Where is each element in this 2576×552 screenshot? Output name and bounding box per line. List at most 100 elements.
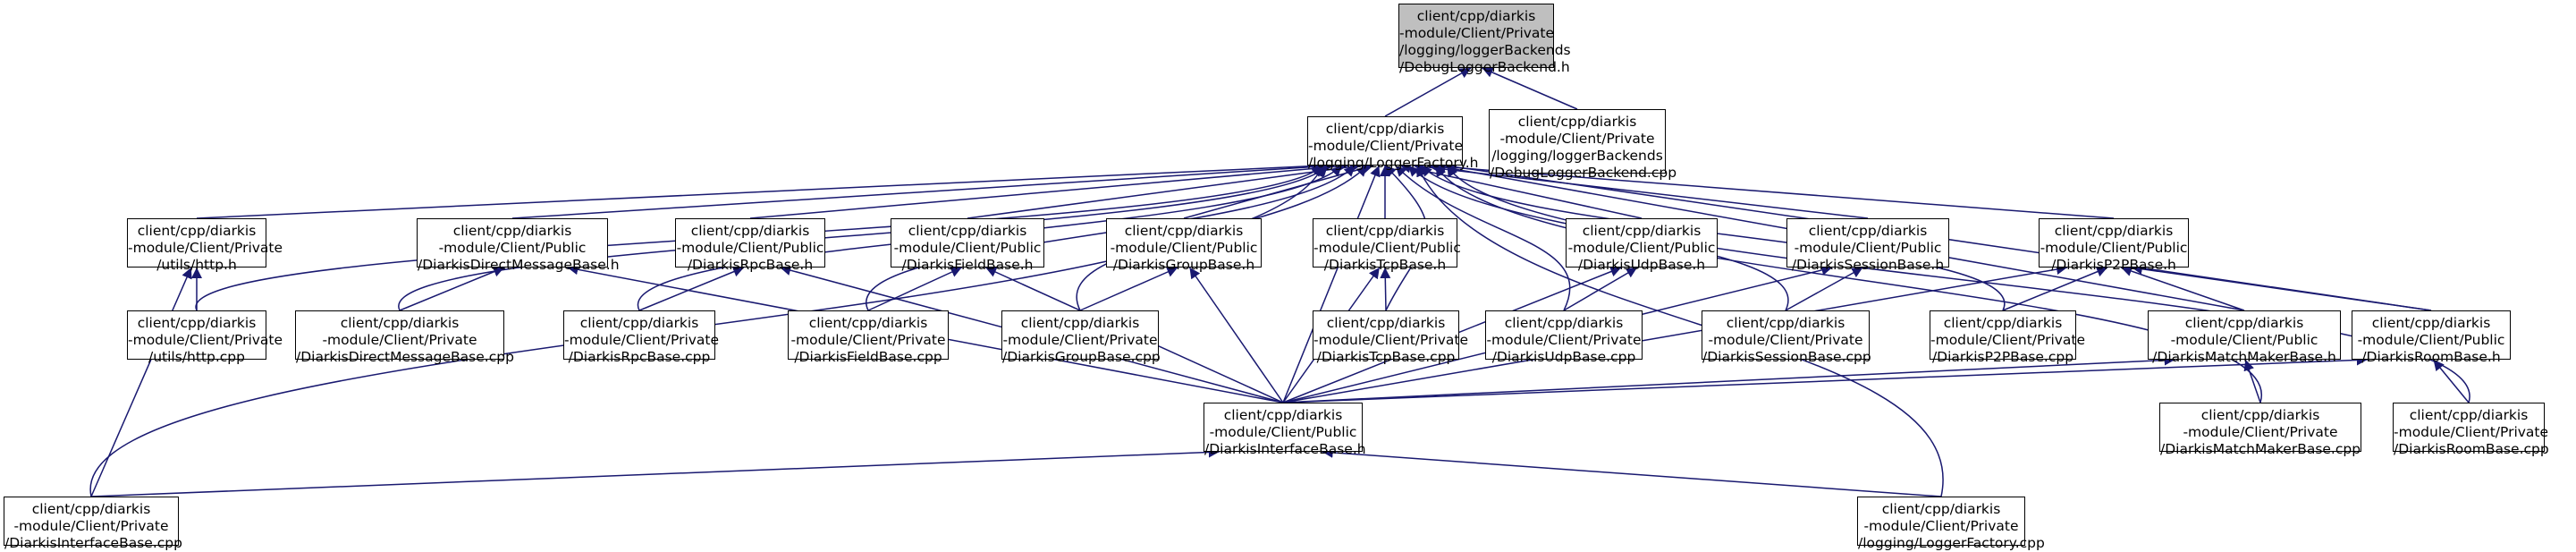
node-debug-logger-backend-cpp[interactable]: client/cpp/diarkis-module/Client/Private… bbox=[1489, 109, 1677, 181]
node-tcp-base-h[interactable]: client/cpp/diarkis-module/Client/Public/… bbox=[1313, 218, 1461, 273]
node-label-line: -module/Client/Public bbox=[676, 240, 824, 256]
node-label-line: -module/Client/Private bbox=[1499, 131, 1655, 147]
node-label-line: /DiarkisRoomBase.h bbox=[2361, 349, 2501, 365]
node-label-line: -module/Client/Public bbox=[2040, 240, 2188, 256]
edge-udp_base_cpp-to-udp_base_h bbox=[1563, 267, 1638, 311]
node-label-line: client/cpp/diarkis bbox=[1582, 223, 1702, 239]
node-label-line: /DiarkisFieldBase.cpp bbox=[794, 349, 942, 365]
node-label-line: client/cpp/diarkis bbox=[2409, 407, 2529, 423]
node-group-base-cpp[interactable]: client/cpp/diarkis-module/Client/Private… bbox=[1001, 310, 1161, 365]
node-matchmaker-base-h[interactable]: client/cpp/diarkis-module/Client/Public/… bbox=[2148, 310, 2341, 365]
node-label-line: /logging/loggerBackends bbox=[1399, 42, 1571, 58]
node-p2p-base-h[interactable]: client/cpp/diarkis-module/Client/Public/… bbox=[2039, 218, 2189, 273]
node-label-line: /DiarkisDirectMessageBase.cpp bbox=[296, 349, 514, 365]
node-label-line: /DiarkisMatchMakerBase.cpp bbox=[2160, 441, 2361, 457]
edge-interface_base_h-to-room_base_h bbox=[1282, 354, 2368, 403]
node-label-line: client/cpp/diarkis bbox=[452, 223, 572, 239]
node-label-line: /DiarkisSessionBase.h bbox=[1791, 257, 1945, 273]
node-session-base-h[interactable]: client/cpp/diarkis-module/Client/Public/… bbox=[1786, 218, 1949, 273]
edge-p2p_base_cpp-to-logger_factory_h bbox=[1420, 165, 2006, 311]
node-interface-base-h[interactable]: client/cpp/diarkis-module/Client/Public/… bbox=[1204, 403, 1366, 457]
node-debug-logger-backend-h: client/cpp/diarkis-module/Client/Private… bbox=[1398, 4, 1571, 75]
node-label-line: -module/Client/Private bbox=[2394, 424, 2549, 440]
node-label-line: /DiarkisInterfaceBase.h bbox=[1204, 441, 1366, 457]
node-label-line: /DiarkisDirectMessageBase.h bbox=[418, 257, 620, 273]
edge-interface_base_h-to-matchmaker_base_h bbox=[1282, 354, 2175, 403]
node-label-line: -module/Client/Private bbox=[128, 332, 283, 348]
node-label-line: client/cpp/diarkis bbox=[1504, 315, 1624, 331]
node-label-line: /DiarkisFieldBase.h bbox=[901, 257, 1034, 273]
node-room-base-h[interactable]: client/cpp/diarkis-module/Client/Public/… bbox=[2352, 310, 2511, 365]
node-label-line: client/cpp/diarkis bbox=[1416, 8, 1536, 24]
edge-field_base_cpp-to-logger_factory_h bbox=[866, 165, 1356, 311]
node-label-line: /DiarkisRpcBase.cpp bbox=[568, 349, 711, 365]
edge-matchmaker_base_cpp-to-matchmaker_base_h bbox=[2243, 359, 2261, 403]
edge-room_base_h-to-p2p_base_h bbox=[2131, 263, 2432, 311]
node-rpc-base-cpp[interactable]: client/cpp/diarkis-module/Client/Private… bbox=[563, 310, 719, 365]
node-session-base-cpp[interactable]: client/cpp/diarkis-module/Client/Private… bbox=[1702, 310, 1871, 365]
node-label-line: client/cpp/diarkis bbox=[1223, 407, 1343, 423]
node-label-line: -module/Client/Public bbox=[438, 240, 587, 256]
node-label-line: client/cpp/diarkis bbox=[1808, 223, 1928, 239]
node-label-line: /DebugLoggerBackend.cpp bbox=[1490, 165, 1677, 181]
edge-matchmaker_base_h-to-p2p_base_h bbox=[2120, 266, 2245, 311]
node-field-base-cpp[interactable]: client/cpp/diarkis-module/Client/Private… bbox=[788, 310, 949, 365]
node-label-line: client/cpp/diarkis bbox=[31, 501, 151, 517]
node-http-h[interactable]: client/cpp/diarkis-module/Client/Private… bbox=[127, 218, 283, 273]
node-logger-factory-cpp[interactable]: client/cpp/diarkis-module/Client/Private… bbox=[1857, 497, 2045, 551]
node-field-base-h[interactable]: client/cpp/diarkis-module/Client/Public/… bbox=[891, 218, 1044, 273]
node-label-line: /DiarkisUdpBase.h bbox=[1577, 257, 1706, 273]
node-dm-base-h[interactable]: client/cpp/diarkis-module/Client/Public/… bbox=[417, 218, 620, 273]
node-label-line: /DiarkisRpcBase.h bbox=[687, 257, 814, 273]
node-label-line: -module/Client/Private bbox=[1313, 332, 1469, 348]
node-label-line: -module/Client/Private bbox=[1930, 332, 2086, 348]
node-label-line: /DiarkisSessionBase.cpp bbox=[1702, 349, 1871, 365]
node-label-line: /logging/loggerBackends bbox=[1491, 148, 1663, 164]
node-room-base-cpp[interactable]: client/cpp/diarkis-module/Client/Private… bbox=[2393, 403, 2549, 457]
edge-dm_base_cpp-to-dm_base_h bbox=[399, 267, 505, 311]
edge-interface_base_h-to-logger_factory_h bbox=[1282, 165, 1381, 403]
node-logger-factory-h[interactable]: client/cpp/diarkis-module/Client/Private… bbox=[1307, 116, 1478, 171]
node-label-line: -module/Client/Private bbox=[1002, 332, 1158, 348]
node-label-line: -module/Client/Private bbox=[790, 332, 946, 348]
node-label-line: /DiarkisP2PBase.cpp bbox=[1931, 349, 2074, 365]
edge-field_base_cpp-to-field_base_h bbox=[867, 267, 962, 311]
node-label-line: client/cpp/diarkis bbox=[2200, 407, 2320, 423]
node-label-line: -module/Client/Private bbox=[1308, 138, 1464, 154]
node-dm-base-cpp[interactable]: client/cpp/diarkis-module/Client/Private… bbox=[295, 310, 514, 365]
node-label-line: -module/Client/Public bbox=[1209, 424, 1357, 440]
node-label-line: client/cpp/diarkis bbox=[2054, 223, 2174, 239]
node-label-line: client/cpp/diarkis bbox=[579, 315, 699, 331]
node-label-line: -module/Client/Private bbox=[1863, 518, 2019, 534]
node-label-line: -module/Client/Private bbox=[2183, 424, 2338, 440]
node-label-line: /utils/http.cpp bbox=[148, 349, 245, 365]
node-http-cpp[interactable]: client/cpp/diarkis-module/Client/Private… bbox=[127, 310, 283, 365]
edge-debug_logger_backend_cpp-to-debug_logger_backend_h bbox=[1482, 67, 1578, 110]
node-p2p-base-cpp[interactable]: client/cpp/diarkis-module/Client/Private… bbox=[1930, 310, 2086, 365]
edge-field_base_h-to-logger_factory_h bbox=[967, 161, 1362, 219]
edge-http_h-to-logger_factory_h bbox=[196, 160, 1323, 219]
node-group-base-h[interactable]: client/cpp/diarkis-module/Client/Public/… bbox=[1106, 218, 1262, 273]
node-label-line: -module/Client/Public bbox=[1313, 240, 1461, 256]
edge-session_base_cpp-to-session_base_h bbox=[1785, 267, 1863, 311]
node-label-line: -module/Client/Private bbox=[1708, 332, 1863, 348]
node-label-line: -module/Client/Public bbox=[1567, 240, 1716, 256]
node-tcp-base-cpp[interactable]: client/cpp/diarkis-module/Client/Private… bbox=[1313, 310, 1469, 365]
edge-room_base_cpp-to-room_base_h bbox=[2432, 359, 2470, 403]
node-matchmaker-base-cpp[interactable]: client/cpp/diarkis-module/Client/Private… bbox=[2159, 403, 2361, 457]
node-label-line: -module/Client/Public bbox=[1110, 240, 1258, 256]
node-udp-base-cpp[interactable]: client/cpp/diarkis-module/Client/Private… bbox=[1485, 310, 1643, 365]
edge-dm_base_h-to-logger_factory_h bbox=[511, 160, 1335, 219]
node-rpc-base-h[interactable]: client/cpp/diarkis-module/Client/Public/… bbox=[675, 218, 825, 273]
node-label-line: /DiarkisGroupBase.cpp bbox=[1002, 349, 1161, 365]
node-label-line: client/cpp/diarkis bbox=[2184, 315, 2304, 331]
node-interface-base-cpp[interactable]: client/cpp/diarkis-module/Client/Private… bbox=[4, 497, 182, 551]
node-label-line: /DebugLoggerBackend.h bbox=[1399, 59, 1570, 75]
node-label-line: client/cpp/diarkis bbox=[1325, 223, 1445, 239]
node-label-line: client/cpp/diarkis bbox=[1881, 501, 2001, 517]
node-udp-base-h[interactable]: client/cpp/diarkis-module/Client/Public/… bbox=[1566, 218, 1718, 273]
edge-room_base_cpp-to-logger_factory_h bbox=[1446, 165, 2470, 403]
node-label-line: client/cpp/diarkis bbox=[340, 315, 460, 331]
